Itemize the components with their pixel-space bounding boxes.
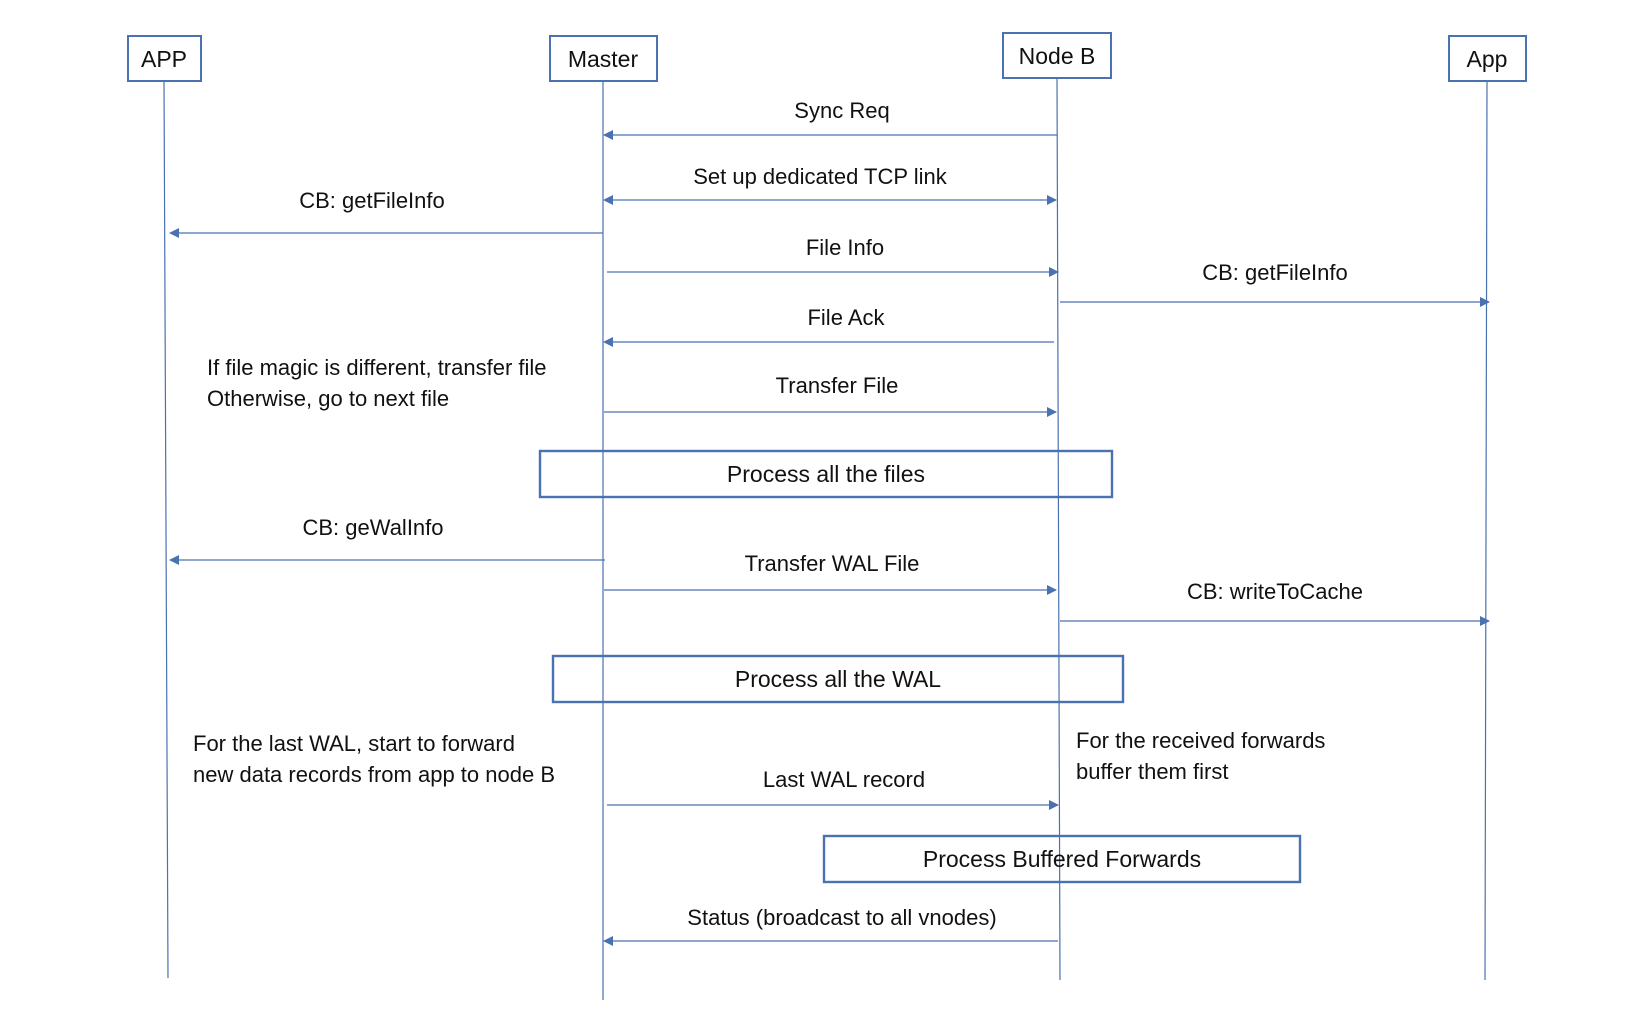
actor-node-b: Node B [1002, 32, 1112, 79]
label-transfer-wal-file: Transfer WAL File [745, 551, 920, 576]
message-last-wal-record: Last WAL record [607, 767, 1059, 810]
label-transfer-file: Transfer File [776, 373, 899, 398]
process-all-files: Process all the files [538, 449, 1114, 499]
message-transfer-wal-file: Transfer WAL File [604, 551, 1057, 595]
label-status-broadcast: Status (broadcast to all vnodes) [687, 905, 996, 930]
actor-app-right: App [1448, 35, 1527, 82]
actor-master-label: Master [568, 46, 639, 72]
note-last-wal-line-2: new data records from app to node B [193, 762, 555, 787]
notes: If file magic is different, transfer fil… [193, 355, 1325, 787]
message-file-ack: File Ack [603, 305, 1054, 347]
process-boxes: Process all the files Process all the WA… [538, 449, 1302, 884]
note-file-magic: If file magic is different, transfer fil… [207, 355, 547, 411]
lifeline-node-b [1056, 77, 1061, 981]
message-sync-req: Sync Req [603, 98, 1057, 140]
note-received-forwards: For the received forwards buffer them fi… [1076, 728, 1325, 784]
actor-app-left-label: APP [141, 46, 187, 72]
message-cb-writetocache: CB: writeToCache [1060, 579, 1490, 626]
process-all-wal-box [551, 654, 1125, 704]
process-all-files-box [538, 449, 1114, 499]
message-tcp-link: Set up dedicated TCP link [603, 164, 1057, 205]
note-last-wal: For the last WAL, start to forward new d… [193, 731, 555, 787]
label-cb-getfileinfo-right: CB: getFileInfo [1202, 260, 1348, 285]
label-file-info: File Info [806, 235, 884, 260]
lifeline-app-left [163, 79, 169, 979]
actor-app-right-box [1448, 35, 1527, 82]
actor-app-right-label: App [1467, 46, 1508, 72]
label-tcp-link: Set up dedicated TCP link [693, 164, 948, 189]
note-file-magic-line-2: Otherwise, go to next file [207, 386, 449, 411]
actor-node-b-box [1002, 32, 1112, 79]
note-received-forwards-line-2: buffer them first [1076, 759, 1228, 784]
process-buffered-forwards-box [822, 834, 1302, 884]
actor-node-b-label: Node B [1019, 43, 1096, 69]
process-buffered-forwards-label: Process Buffered Forwards [923, 846, 1201, 872]
message-cb-gewalinfo: CB: geWalInfo [169, 515, 605, 565]
actor-master: Master [549, 35, 658, 82]
actor-app-left-box [127, 35, 202, 82]
process-all-wal-label: Process all the WAL [735, 666, 941, 692]
label-sync-req: Sync Req [794, 98, 889, 123]
note-last-wal-line-1: For the last WAL, start to forward [193, 731, 515, 756]
process-buffered-forwards: Process Buffered Forwards [822, 834, 1302, 884]
message-file-info: File Info [607, 235, 1059, 277]
process-all-files-label: Process all the files [727, 461, 925, 487]
note-received-forwards-line-1: For the received forwards [1076, 728, 1325, 753]
note-file-magic-line-1: If file magic is different, transfer fil… [207, 355, 547, 380]
message-cb-getfileinfo-left: CB: getFileInfo [169, 188, 603, 238]
label-cb-gewalinfo: CB: geWalInfo [302, 515, 443, 540]
actor-master-box [549, 35, 658, 82]
label-file-ack: File Ack [807, 305, 885, 330]
message-transfer-file: Transfer File [604, 373, 1057, 417]
lifeline-app-right [1484, 79, 1488, 981]
label-last-wal-record: Last WAL record [763, 767, 925, 792]
label-cb-getfileinfo-left: CB: getFileInfo [299, 188, 445, 213]
messages: Sync Req Set up dedicated TCP link CB: g… [169, 98, 1490, 946]
label-cb-writetocache: CB: writeToCache [1187, 579, 1363, 604]
process-all-wal: Process all the WAL [551, 654, 1125, 704]
message-cb-getfileinfo-right: CB: getFileInfo [1060, 260, 1490, 307]
message-status-broadcast: Status (broadcast to all vnodes) [603, 905, 1058, 946]
actor-app-left: APP [127, 35, 202, 82]
